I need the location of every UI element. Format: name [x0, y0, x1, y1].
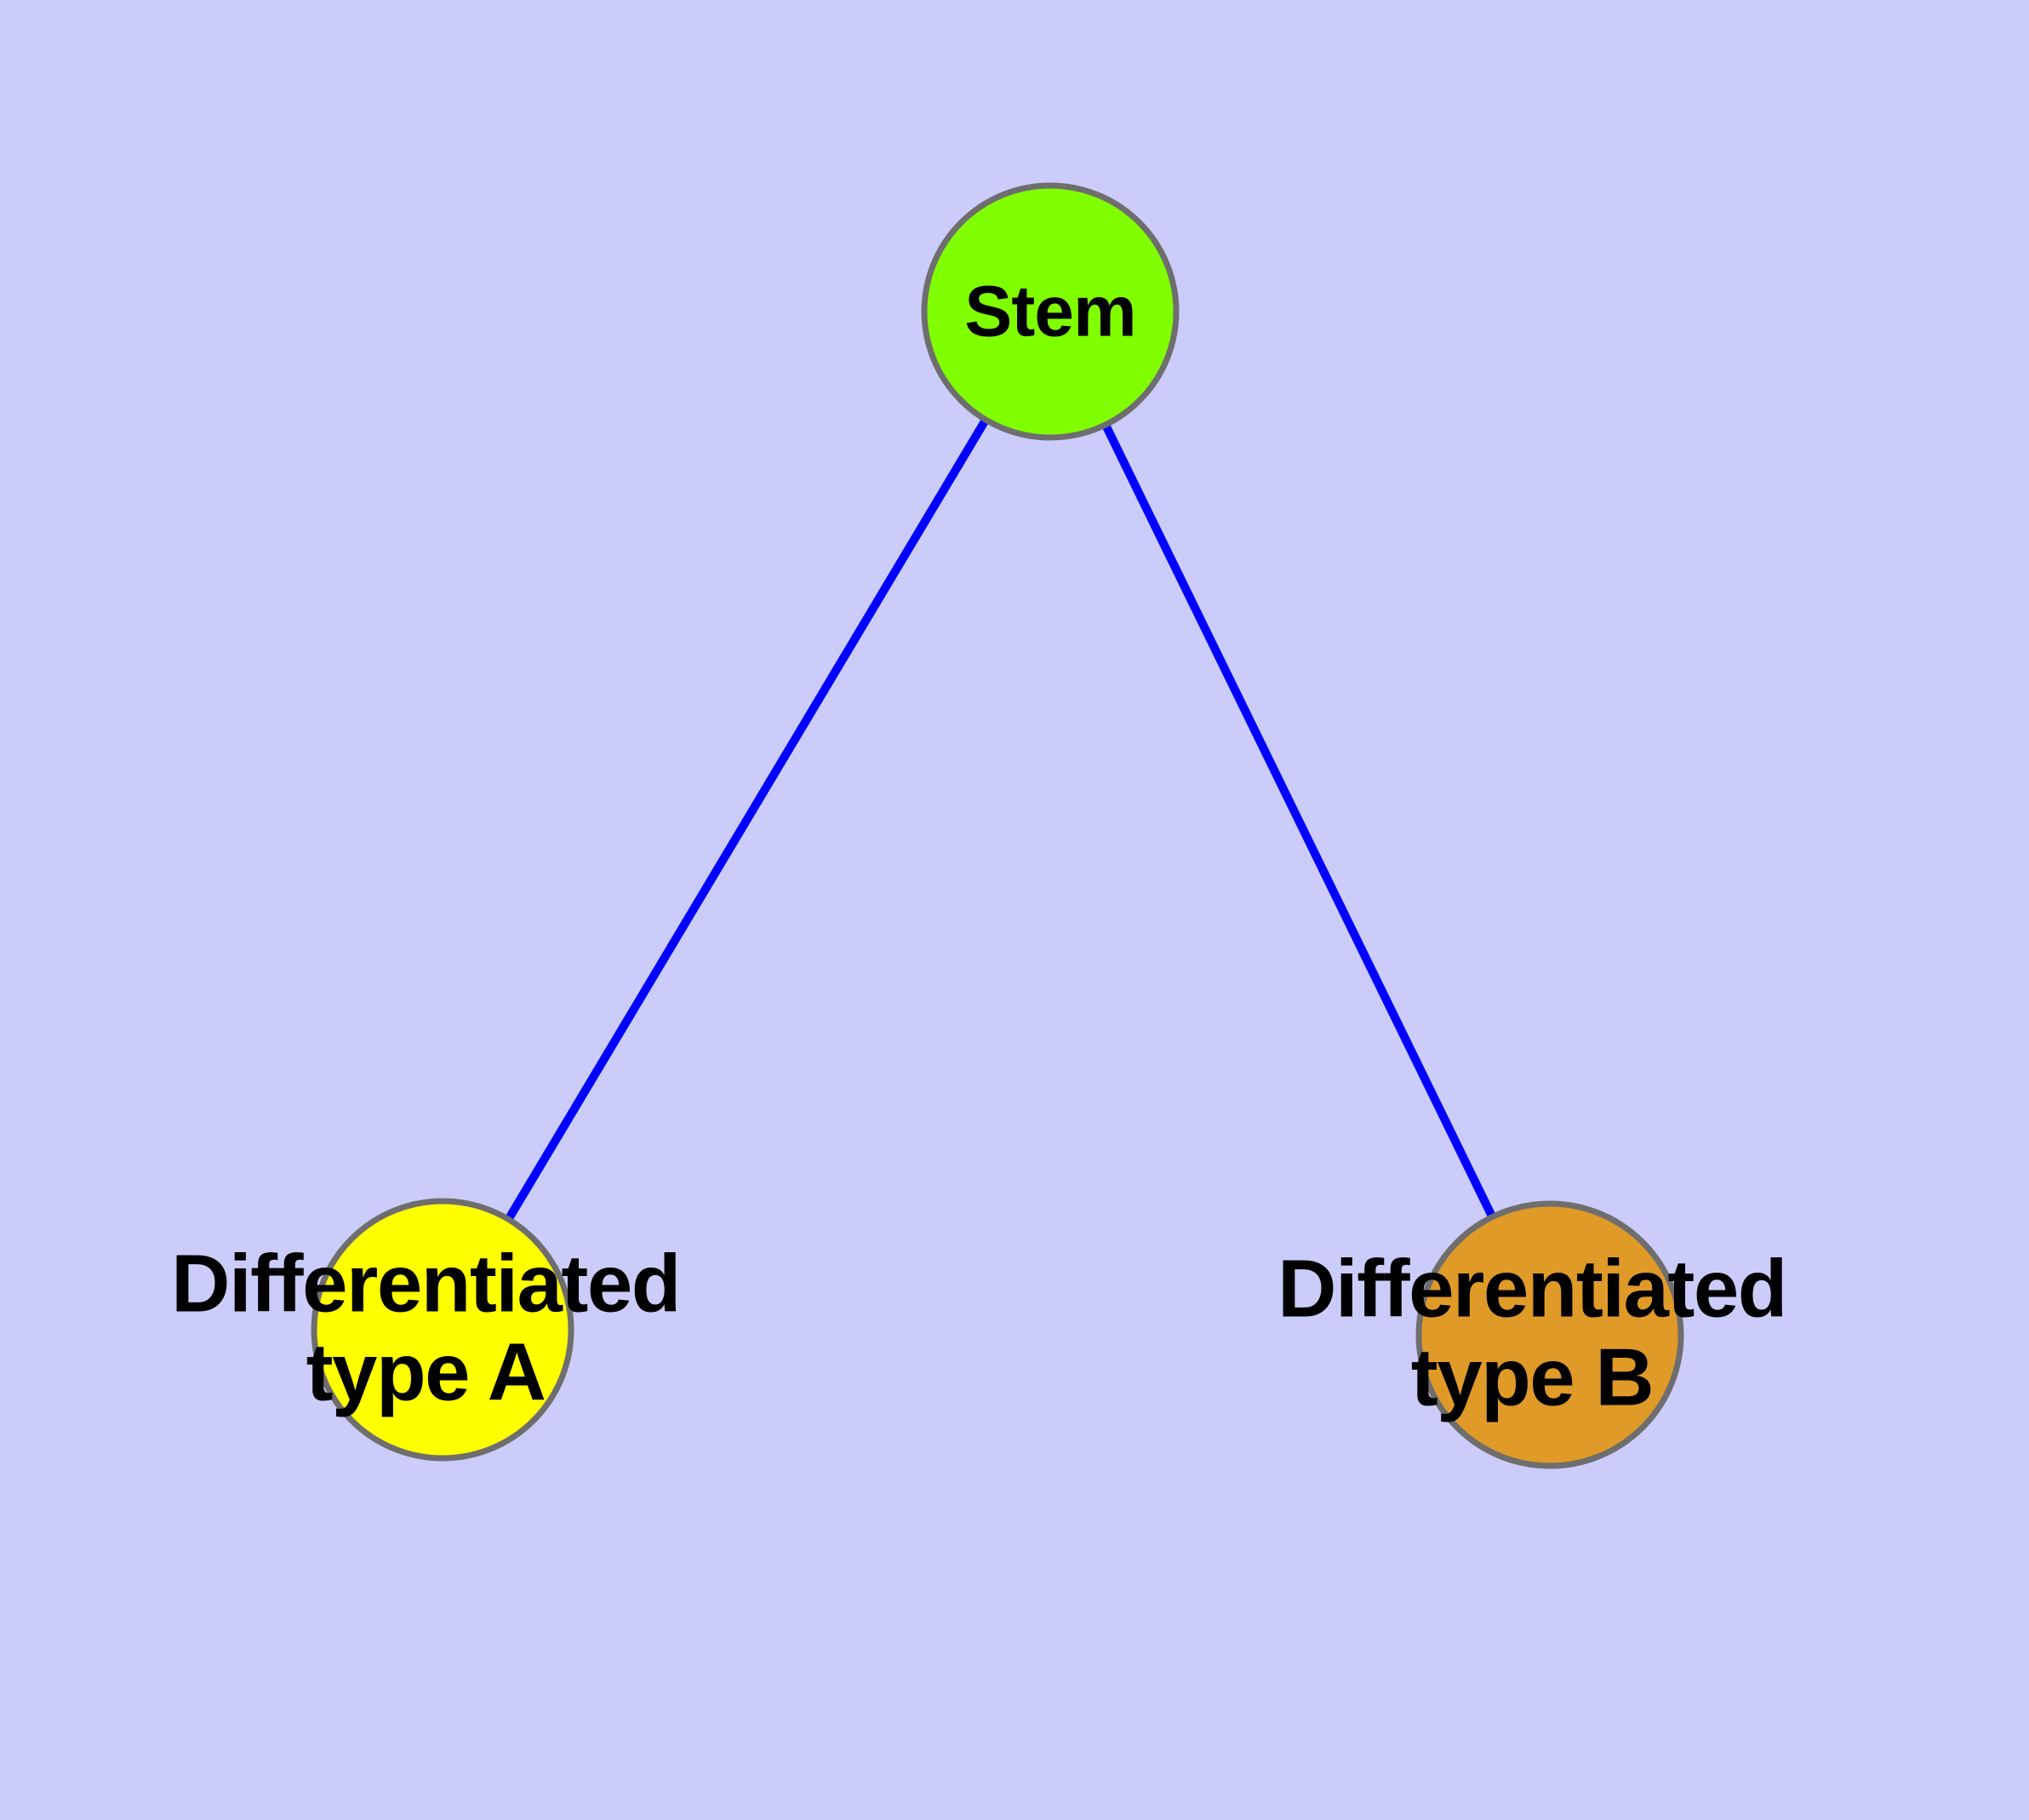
- graph-node-diff_b[interactable]: [1415, 1200, 1684, 1469]
- edges-layer: [504, 415, 1497, 1223]
- graph-node-stem[interactable]: [921, 182, 1180, 441]
- graph-edge-stem-to-diff_b: [1100, 421, 1497, 1221]
- graph-node-diff_a[interactable]: [311, 1198, 574, 1462]
- graph-edge-stem-to-diff_a: [504, 415, 991, 1223]
- nodes-layer: [311, 182, 1684, 1469]
